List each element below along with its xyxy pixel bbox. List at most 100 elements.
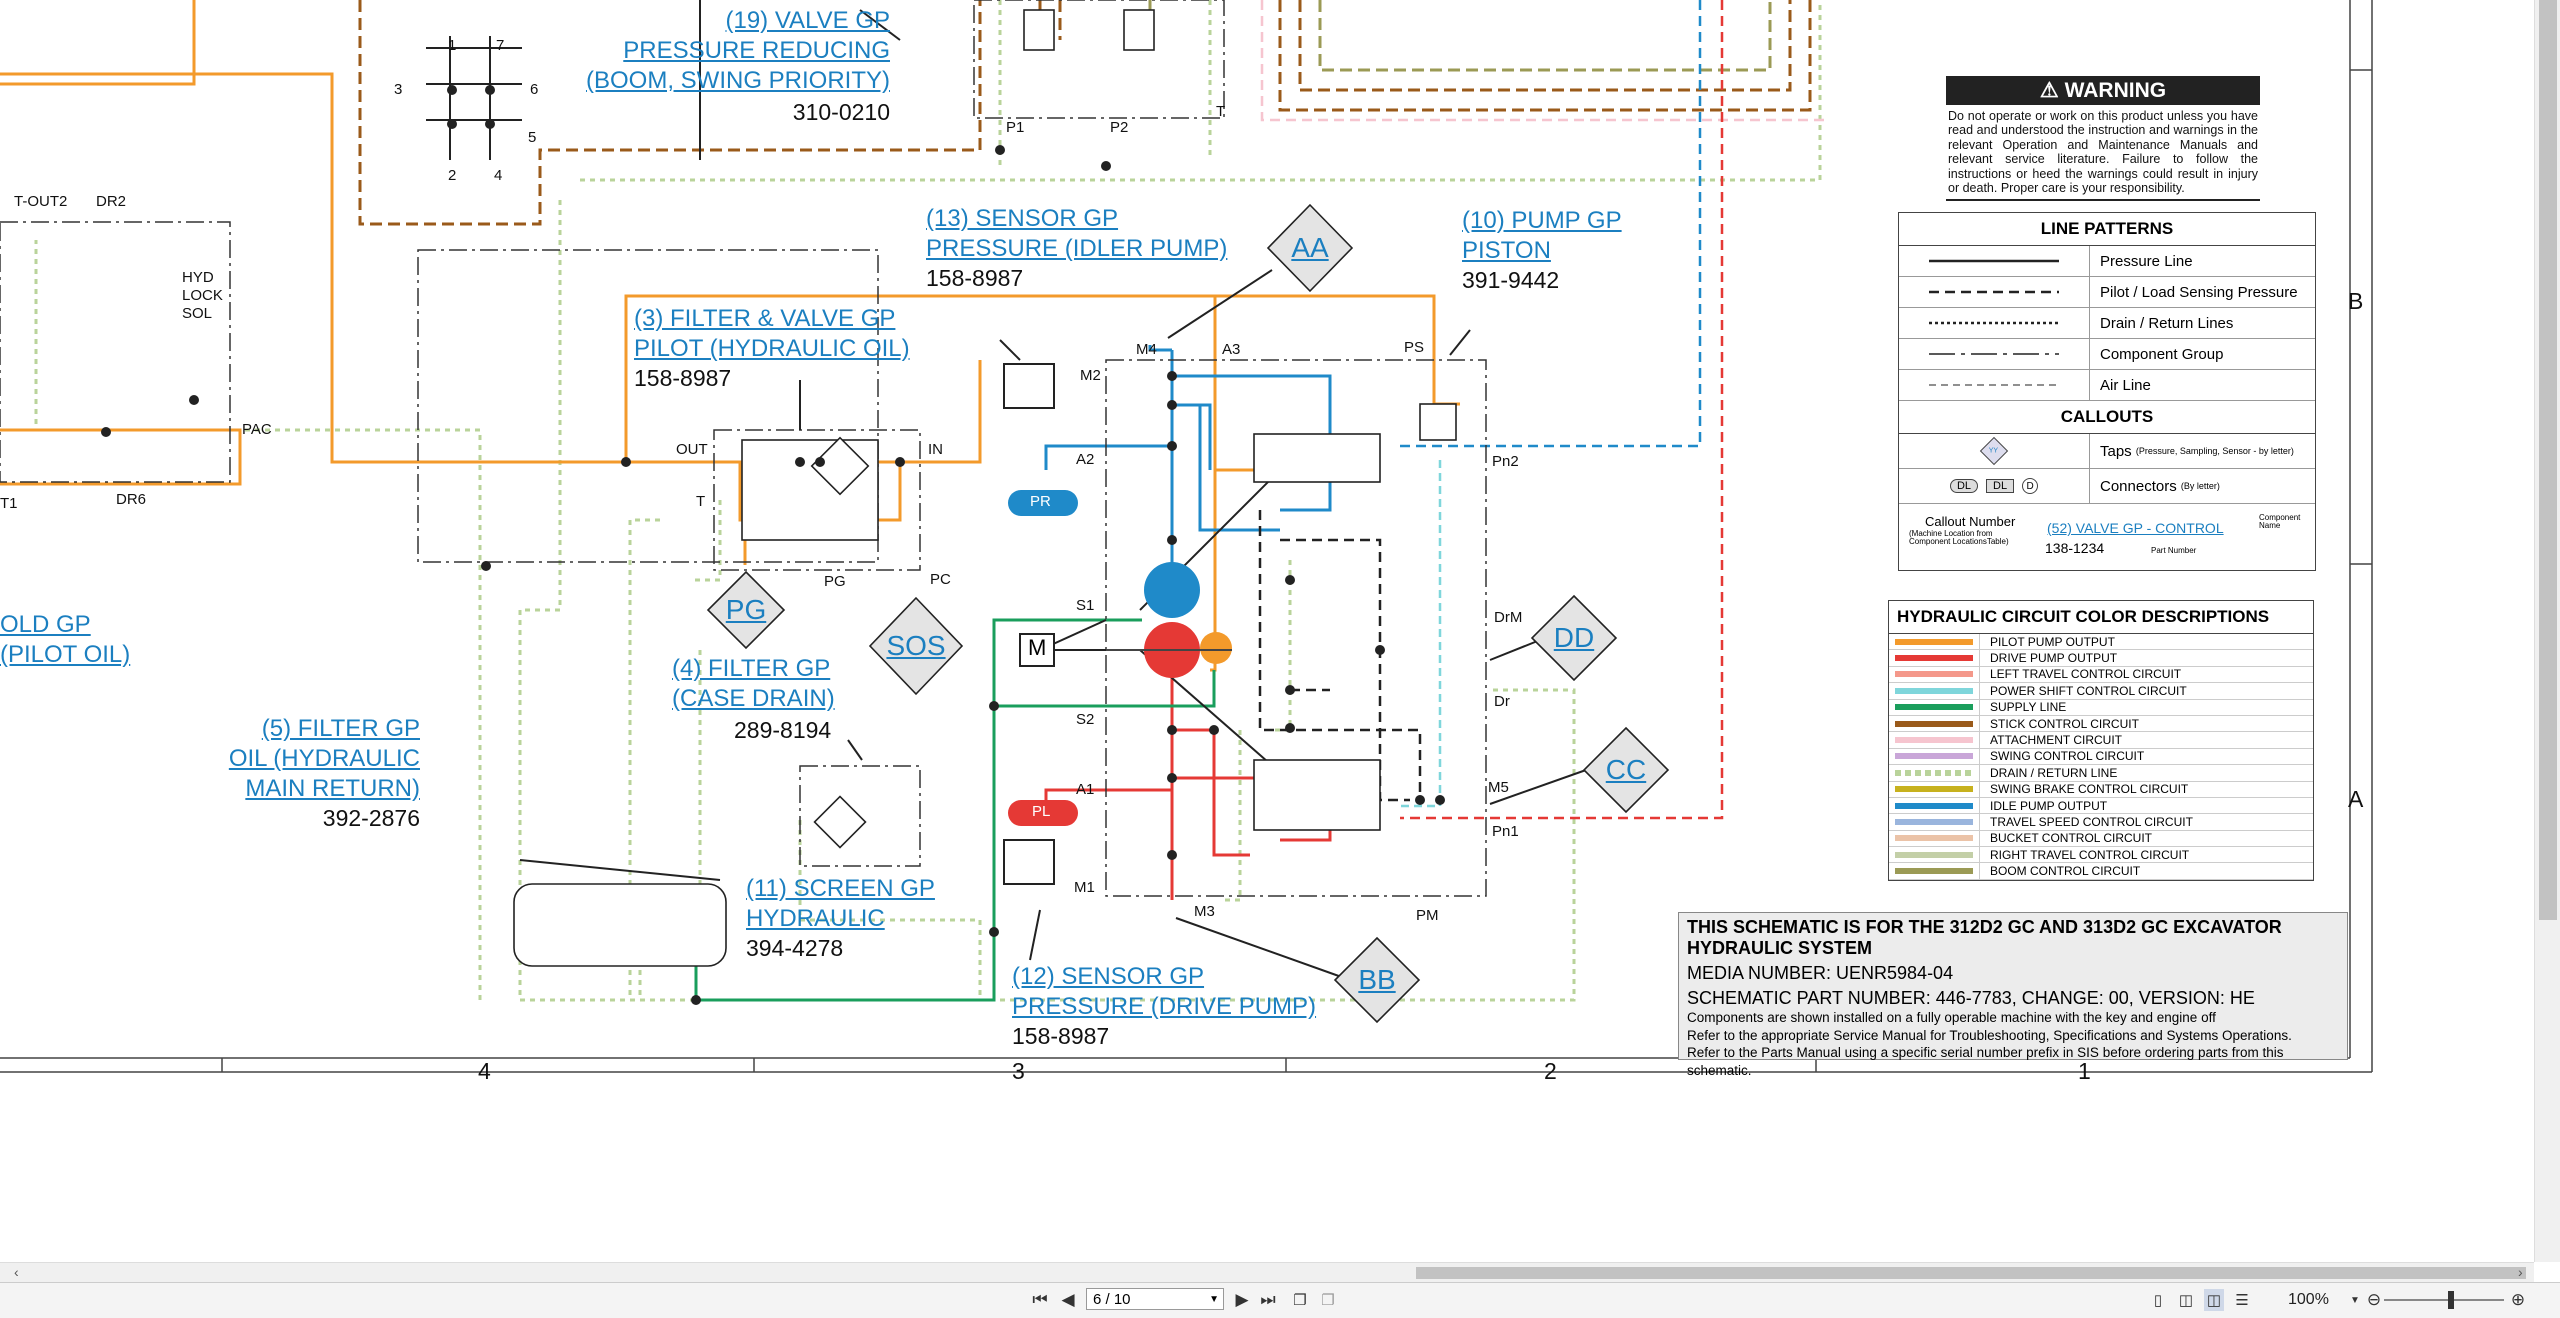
- callout-4-title[interactable]: (4) FILTER GP: [672, 655, 831, 682]
- zone-1: 1: [2078, 1058, 2091, 1084]
- line-patterns-legend: LINE PATTERNS Pressure Line Pilot / Load…: [1898, 212, 2316, 571]
- port-s1: S1: [1076, 597, 1095, 614]
- tap-sos[interactable]: SOS: [886, 630, 946, 661]
- two-page-icon[interactable]: ◫: [2204, 1289, 2224, 1311]
- document-viewport[interactable]: (19) VALVE GP PRESSURE REDUCING (BOOM, S…: [0, 0, 2534, 1262]
- tap-dd[interactable]: DD: [1553, 622, 1595, 653]
- facing-page-icon[interactable]: ☰: [2235, 1292, 2249, 1309]
- port-pac: PAC: [242, 421, 272, 438]
- next-page-icon[interactable]: ▶: [1235, 1290, 1249, 1309]
- warning-title: ⚠ WARNING: [1946, 76, 2260, 105]
- zoom-out-icon[interactable]: ⊖: [2366, 1290, 2382, 1309]
- color-legend-label: STICK CONTROL CIRCUIT: [1990, 716, 2139, 731]
- callout-5-line2[interactable]: OIL (HYDRAULIC: [228, 745, 420, 772]
- port-t-top: T: [1216, 103, 1226, 120]
- zoom-slider-handle[interactable]: [2448, 1291, 2454, 1309]
- callout-3-part: 158-8987: [634, 365, 732, 391]
- color-legend-label: DRAIN / RETURN LINE: [1990, 765, 2118, 780]
- port-t-filter: T: [696, 493, 706, 510]
- color-legend-row: ATTACHMENT CIRCUIT: [1889, 732, 2313, 749]
- callout-19-line3[interactable]: (BOOM, SWING PRIORITY): [586, 67, 890, 94]
- vertical-scroll-thumb[interactable]: [2539, 0, 2557, 920]
- title-line-1: THIS SCHEMATIC IS FOR THE 312D2 GC AND 3…: [1687, 917, 2282, 937]
- callout-5-title[interactable]: (5) FILTER GP: [261, 715, 420, 742]
- color-swatch: [1889, 814, 1980, 830]
- color-legend-label: TRAVEL SPEED CONTROL CIRCUIT: [1990, 814, 2193, 829]
- callout-10-title[interactable]: (10) PUMP GP: [1462, 207, 1622, 234]
- pl-label: PL: [1032, 803, 1051, 820]
- callout-11-line2[interactable]: HYDRAULIC: [746, 905, 885, 932]
- port-a1: A1: [1076, 781, 1095, 798]
- tap-pg[interactable]: PG: [725, 594, 767, 625]
- color-swatch: [1889, 699, 1980, 715]
- callout-12-line2[interactable]: PRESSURE (DRIVE PUMP): [1012, 993, 1317, 1020]
- color-legend-row: PILOT PUMP OUTPUT: [1889, 634, 2313, 651]
- note-1: Components are shown installed on a full…: [1687, 1010, 2216, 1025]
- horizontal-scroll-thumb[interactable]: [1416, 1267, 2526, 1279]
- single-page-icon[interactable]: ▯: [2153, 1292, 2163, 1309]
- continuous-page-icon[interactable]: ◫: [2178, 1292, 2194, 1309]
- callouts-title: CALLOUTS: [1899, 401, 2315, 434]
- callout-5-line3[interactable]: MAIN RETURN): [245, 775, 420, 802]
- port-dr2: DR2: [96, 193, 127, 210]
- color-legend-row: DRIVE PUMP OUTPUT: [1889, 650, 2313, 667]
- tap-bb[interactable]: BB: [1358, 964, 1396, 995]
- chevron-down-icon[interactable]: ▼: [1209, 1293, 1219, 1305]
- zoom-slider[interactable]: [2384, 1299, 2504, 1301]
- tap-cc[interactable]: CC: [1605, 754, 1647, 785]
- callout-pilot-oil-line2[interactable]: (PILOT OIL): [0, 641, 131, 668]
- callout-11-title[interactable]: (11) SCREEN GP: [746, 875, 935, 902]
- tap-aa[interactable]: AA: [1291, 232, 1329, 263]
- scroll-right-icon[interactable]: ›: [2518, 1264, 2523, 1280]
- port-m2: M2: [1080, 367, 1101, 384]
- zoom-level[interactable]: 100%: [2288, 1291, 2329, 1308]
- hydraulic-color-legend: HYDRAULIC CIRCUIT COLOR DESCRIPTIONS PIL…: [1888, 600, 2314, 881]
- callout-10-part: 391-9442: [1462, 267, 1560, 293]
- port-n3: 3: [394, 81, 403, 98]
- taps-row: YY Taps (Pressure, Sampling, Sensor - by…: [1899, 434, 2315, 469]
- callout-11-part: 394-4278: [746, 935, 844, 961]
- port-m3: M3: [1194, 903, 1215, 920]
- scroll-left-icon[interactable]: ‹: [14, 1264, 19, 1280]
- color-legend-row: BOOM CONTROL CIRCUIT: [1889, 863, 2313, 880]
- callout-12-title[interactable]: (12) SENSOR GP: [1012, 963, 1205, 990]
- page-view-icon[interactable]: ❐: [1293, 1292, 1307, 1309]
- connector-box-icon: DL: [1986, 479, 2015, 493]
- legend-row: Component Group: [1899, 339, 2315, 370]
- color-legend-row: TRAVEL SPEED CONTROL CIRCUIT: [1889, 814, 2313, 831]
- warning-text: Do not operate or work on this product u…: [1946, 105, 2260, 202]
- note-3: Refer to the Parts Manual using a specif…: [1687, 1045, 2284, 1078]
- last-page-icon[interactable]: ⏭: [1260, 1290, 1276, 1309]
- previous-page-icon[interactable]: ◀: [1061, 1290, 1075, 1309]
- color-legend-label: IDLE PUMP OUTPUT: [1990, 798, 2108, 813]
- callout-3-line2[interactable]: PILOT (HYDRAULIC OIL): [634, 335, 910, 362]
- color-swatch: [1889, 765, 1980, 781]
- page-number-input[interactable]: 6 / 10▼: [1086, 1288, 1224, 1310]
- page-view-alt-icon[interactable]: ❐: [1321, 1292, 1335, 1309]
- port-n1: 1: [448, 37, 457, 54]
- callout-13-part: 158-8987: [926, 265, 1024, 291]
- callout-19-title[interactable]: (19) VALVE GP: [725, 7, 890, 34]
- callout-pilot-oil-title[interactable]: OLD GP: [0, 611, 91, 638]
- port-pc: PC: [930, 571, 951, 588]
- callout-10-line2[interactable]: PISTON: [1462, 237, 1551, 264]
- hydraulic-schematic: [0, 0, 2373, 1073]
- vertical-scrollbar[interactable]: [2534, 0, 2560, 1262]
- callout-3-title[interactable]: (3) FILTER & VALVE GP: [634, 305, 896, 332]
- color-legend-label: BOOM CONTROL CIRCUIT: [1990, 864, 2141, 879]
- horizontal-scrollbar[interactable]: ‹ ›: [0, 1262, 2534, 1283]
- port-a2: A2: [1076, 451, 1095, 468]
- color-legend-row: RIGHT TRAVEL CONTROL CIRCUIT: [1889, 847, 2313, 864]
- callout-5-part: 392-2876: [322, 805, 420, 831]
- legend-row: Drain / Return Lines: [1899, 308, 2315, 339]
- first-page-icon[interactable]: ⏮: [1032, 1290, 1048, 1309]
- callout-4-line2[interactable]: (CASE DRAIN): [672, 685, 835, 712]
- port-pg: PG: [824, 573, 846, 590]
- zoom-in-icon[interactable]: ⊕: [2510, 1290, 2526, 1309]
- zoom-dropdown-icon[interactable]: ▼: [2350, 1294, 2360, 1306]
- callout-13-line2[interactable]: PRESSURE (IDLER PUMP): [926, 235, 1228, 262]
- port-n2: 2: [448, 167, 457, 184]
- title-block: THIS SCHEMATIC IS FOR THE 312D2 GC AND 3…: [1678, 912, 2348, 1078]
- callout-19-line2[interactable]: PRESSURE REDUCING: [623, 37, 890, 64]
- callout-13-title[interactable]: (13) SENSOR GP: [926, 205, 1119, 232]
